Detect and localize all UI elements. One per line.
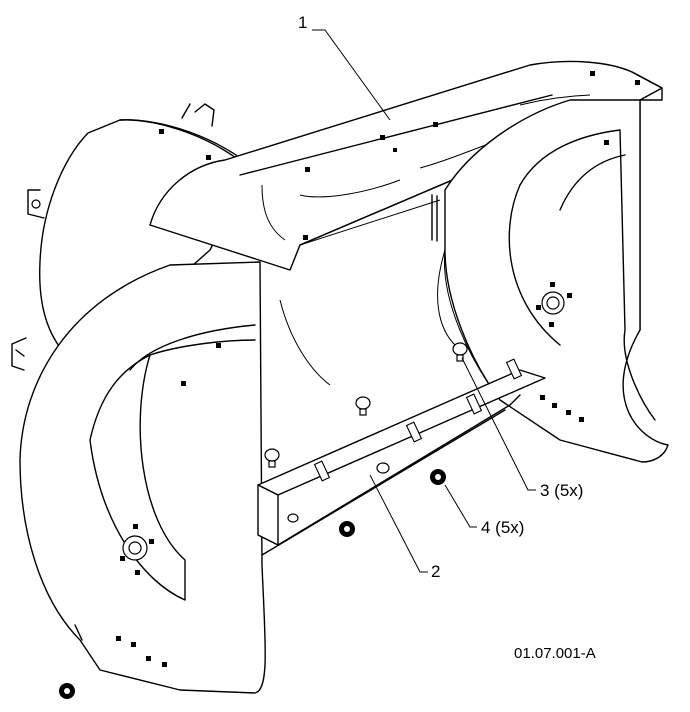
carriage-bolt bbox=[264, 448, 280, 468]
callout-4: 4 (5x) bbox=[481, 518, 524, 537]
carriage-bolt bbox=[452, 342, 468, 362]
callout-1: 1 bbox=[298, 13, 307, 32]
leader-4 bbox=[444, 484, 477, 528]
housing-back-wall bbox=[279, 199, 456, 386]
leader-3 bbox=[461, 357, 536, 491]
nuts bbox=[59, 469, 446, 699]
carriage-bolt bbox=[287, 513, 299, 523]
leader-1 bbox=[312, 29, 391, 121]
auger-housing bbox=[11, 60, 669, 694]
shave-plate bbox=[257, 358, 546, 556]
figure-id: 01.07.001-A bbox=[514, 645, 596, 662]
carriage-bolt bbox=[355, 396, 371, 416]
callout-2: 2 bbox=[431, 562, 440, 581]
leader-lines bbox=[312, 29, 536, 573]
nut bbox=[430, 469, 446, 485]
carriage-bolt bbox=[376, 462, 390, 474]
callout-3: 3 (5x) bbox=[540, 481, 583, 500]
left-end-plate bbox=[19, 261, 266, 694]
right-end-plate bbox=[431, 99, 669, 463]
nut bbox=[339, 521, 355, 537]
nut bbox=[59, 683, 75, 699]
carriage-bolts bbox=[264, 342, 468, 523]
leader-2 bbox=[369, 474, 428, 573]
